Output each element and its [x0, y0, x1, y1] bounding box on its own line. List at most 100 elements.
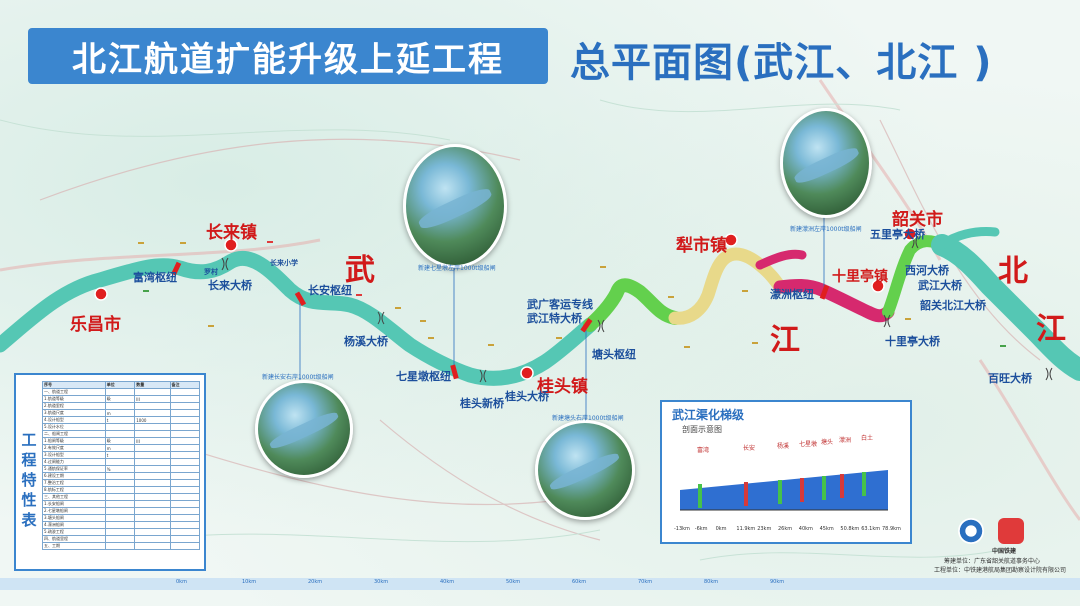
bridge-guitou: 桂头大桥 [505, 390, 549, 403]
table-cell [169, 507, 201, 515]
river-name-jiang-bei: 江 [1036, 312, 1066, 347]
table-cell [104, 388, 136, 396]
chainage-tag [742, 290, 748, 292]
profile-step-marker [744, 482, 748, 506]
table-cell [169, 402, 201, 410]
table-cell [169, 388, 201, 396]
table-row: 五、工期 [42, 542, 201, 550]
table-cell: 备注 [169, 381, 201, 389]
chainage-tag [684, 346, 690, 348]
table-cell [104, 430, 136, 438]
hub-fuwan: 富湾枢纽 [133, 271, 177, 284]
table-cell: 4.濛洲船闸 [42, 521, 106, 529]
table-cell [169, 395, 201, 403]
table-cell [169, 458, 201, 466]
table-cell [134, 458, 171, 466]
table-cell: 2.航道里程 [42, 402, 106, 410]
table-row: 一、航道工程 [42, 388, 201, 396]
river-name-jiang-wu: 江 [770, 323, 800, 358]
profile-km-label: 63.1km [861, 526, 880, 532]
table-cell [169, 437, 201, 445]
chainage-tag [208, 325, 214, 327]
table-row: 四、航道里程 [42, 535, 201, 543]
profile-step-label: 杨溪 [777, 442, 789, 450]
table-row: 5.设计水位 [42, 423, 201, 431]
chainage-tag [138, 242, 144, 244]
table-cell [169, 479, 201, 487]
table-cell [169, 451, 201, 459]
chainage-tag [556, 337, 562, 339]
profile-step-marker [840, 474, 844, 498]
table-cell: 数量 [134, 381, 171, 389]
profile-step-label: 长安 [743, 444, 755, 452]
table-cell: 1000 [134, 416, 171, 424]
table-cell [134, 486, 171, 494]
place-changlai-school: 长来小学 [270, 259, 298, 267]
table-row: 7.整治工程 [42, 479, 201, 487]
bridge-yangxi: 杨溪大桥 [344, 335, 388, 348]
table-cell [104, 486, 136, 494]
bottom-scale-tick: 10km [242, 579, 257, 585]
table-cell [134, 521, 171, 529]
hub-tangtou: 塘头枢纽 [592, 348, 636, 361]
bottom-scale-tick: 60km [572, 579, 587, 585]
chainage-tag [395, 307, 401, 309]
chainage-tag [420, 320, 426, 322]
table-row: 4.濛洲船闸 [42, 521, 201, 529]
table-cell [169, 465, 201, 473]
river-name-bei: 北 [998, 254, 1028, 289]
bridge-guitouxin: 桂头新桥 [460, 397, 504, 410]
profile-km-label: 50.8km [840, 526, 859, 532]
bottom-scale-tick: 40km [440, 579, 455, 585]
table-row: 1.长安船闸 [42, 500, 201, 508]
table-cell [104, 493, 136, 501]
table-cell: 序号 [42, 381, 106, 389]
table-cell: 三、其他工程 [42, 493, 106, 501]
profile-km-label: -6km [695, 526, 708, 532]
river-name-wu: 武 [345, 253, 375, 288]
chainage-tag [600, 266, 606, 268]
town-lechang: 乐昌市 [70, 315, 121, 335]
profile-km-label: 78.9km [882, 526, 901, 532]
chainage-tag [905, 318, 911, 320]
table-cell: 2.七星墩船闸 [42, 507, 106, 515]
table-row: 6.建设工期 [42, 472, 201, 480]
table-row: 5.通航保证率% [42, 465, 201, 473]
table-cell [134, 388, 171, 396]
chainage-tag [143, 290, 149, 292]
table-cell [104, 402, 136, 410]
hub-qixingdun: 七星墩枢纽 [396, 370, 451, 383]
photo-mengzhou-lock [780, 108, 872, 218]
profile-step-marker [698, 484, 702, 508]
photo-tangtou-lock [535, 420, 635, 520]
table-cell [134, 493, 171, 501]
table-cell: 8.航标工程 [42, 486, 106, 494]
photo-caption-tangtou: 新建塘头右岸1000t级船闸 [552, 415, 624, 422]
table-cell: 1.航道等级 [42, 395, 106, 403]
table-cell [104, 500, 136, 508]
table-cell: 二、船闸工程 [42, 430, 106, 438]
profile-subtitle: 剖面示意图 [682, 425, 722, 434]
table-row: 三、其他工程 [42, 493, 201, 501]
table-cell [169, 472, 201, 480]
chainage-tag [1000, 345, 1006, 347]
table-cell [134, 430, 171, 438]
table-cell: 1.长安船闸 [42, 500, 106, 508]
table-cell: III [134, 395, 171, 403]
table-cell: t [104, 451, 136, 459]
profile-water [680, 470, 888, 510]
table-row: 3.塘头船闸 [42, 514, 201, 522]
crcc-logo-text: 中国铁建 [992, 548, 1017, 555]
table-cell [169, 416, 201, 424]
table-cell: 7.整治工程 [42, 479, 106, 487]
photo-changan-lock [255, 380, 353, 478]
table-cell [169, 514, 201, 522]
bottom-scale-tick: 80km [704, 579, 719, 585]
table-cell [169, 528, 201, 536]
table-cell: 级 [104, 395, 136, 403]
profile-step-marker [800, 478, 804, 502]
